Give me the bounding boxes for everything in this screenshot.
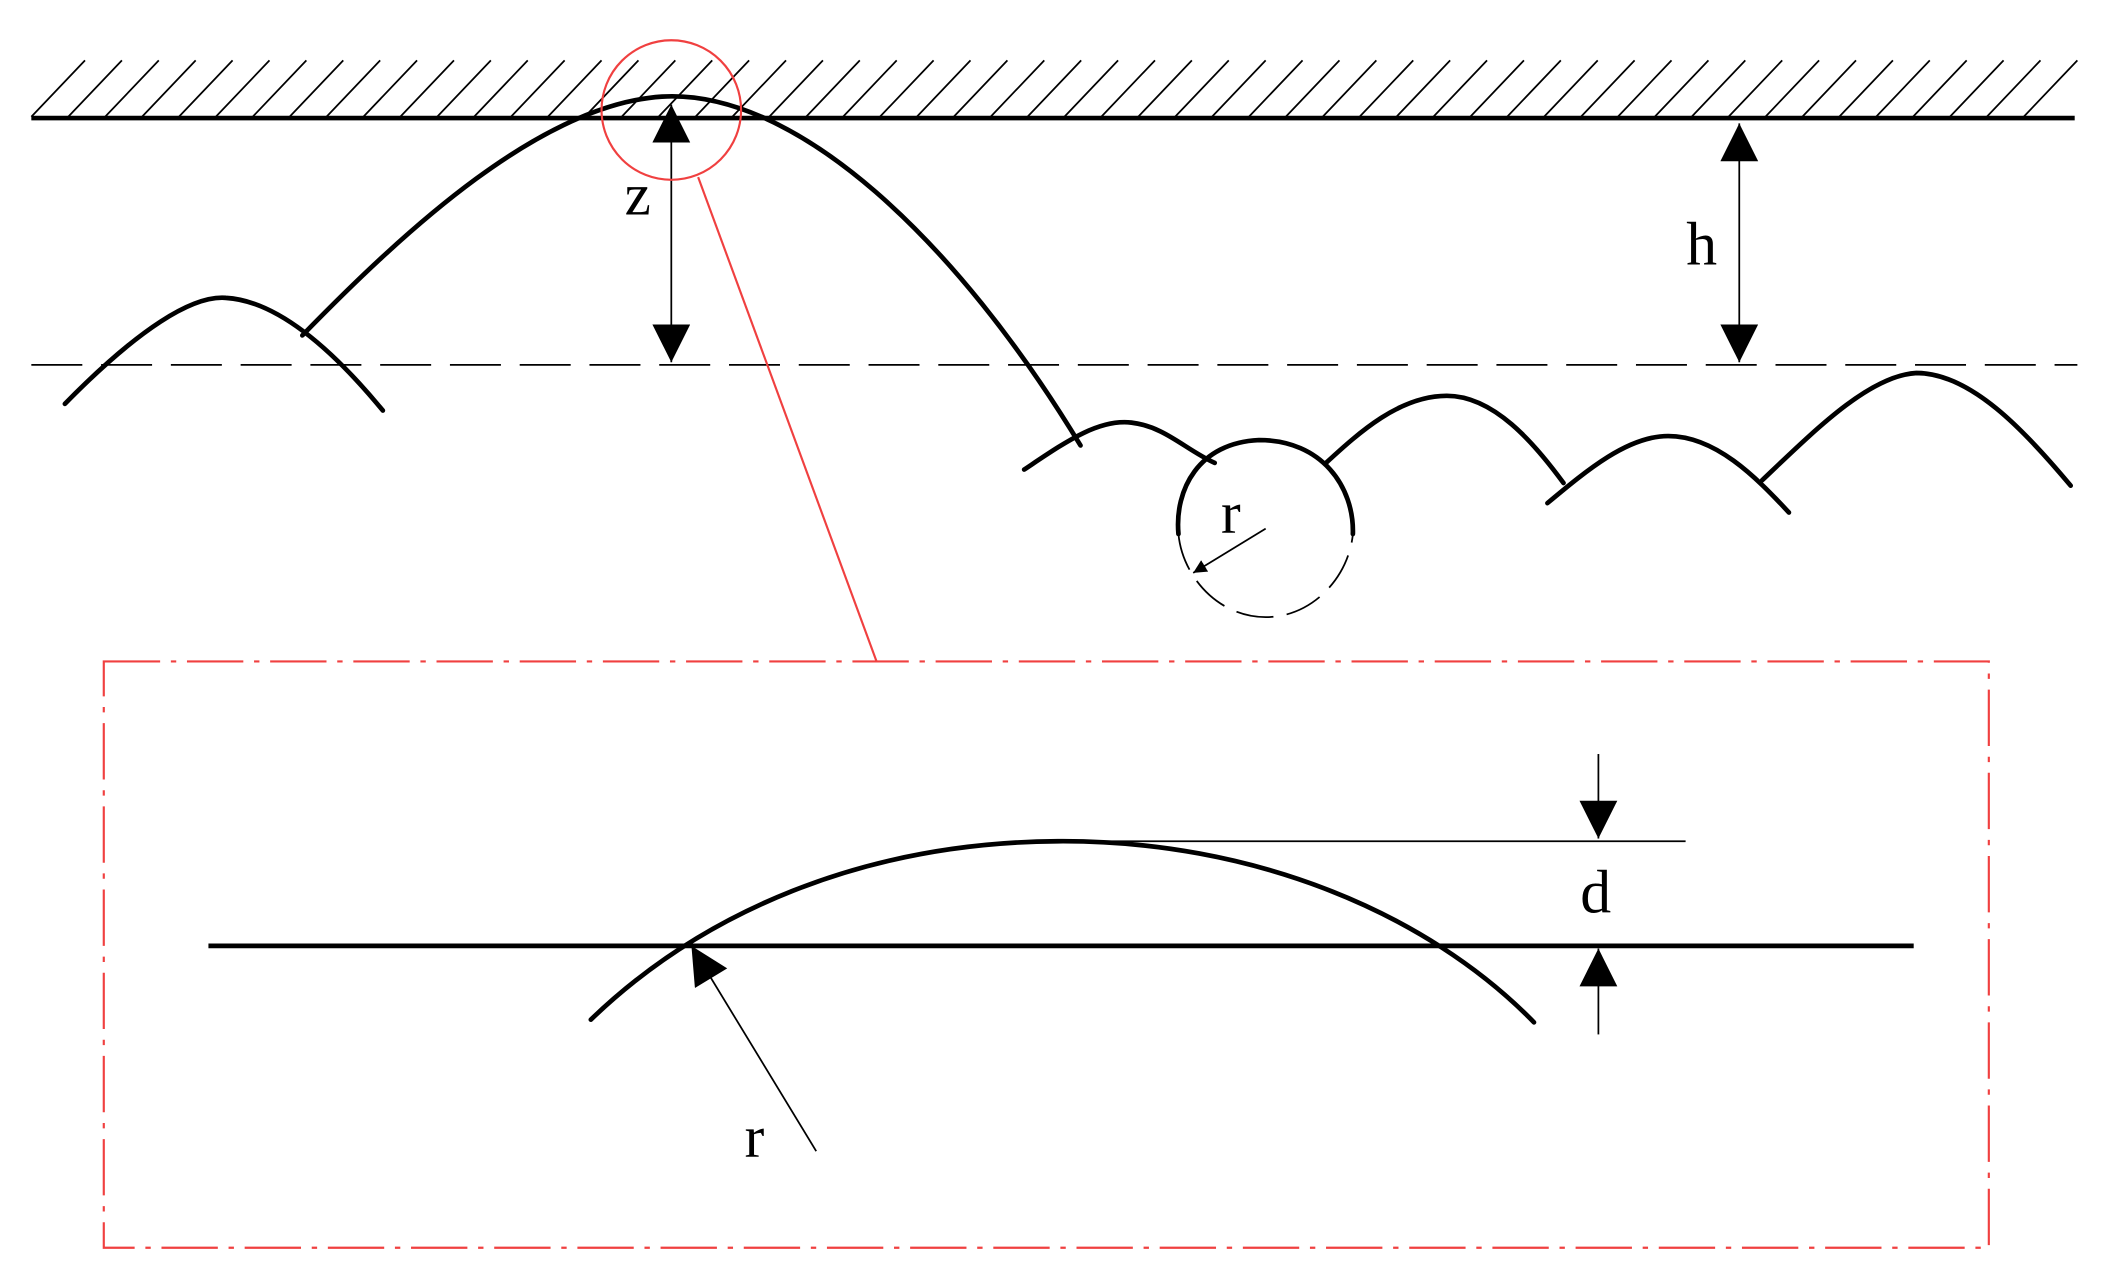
rough-surface: [62, 94, 2074, 537]
label-z: z: [625, 162, 651, 228]
hatching: [30, 59, 2079, 118]
asperity-small-2: [1323, 393, 1566, 486]
asperity-left-small: [62, 295, 386, 413]
zoom-circle: [600, 39, 743, 181]
label-d: d: [1580, 858, 1611, 926]
label-r-top: r: [1221, 480, 1241, 546]
asperity-small-1: [1021, 419, 1218, 472]
zoomed-asperity-arc: [588, 838, 1537, 1025]
asperity-main-tall: [300, 94, 1083, 448]
asperity-small-3: [1545, 433, 1792, 515]
label-h: h: [1686, 210, 1717, 278]
asperity-circle-dashed: [1177, 533, 1354, 619]
label-r-bottom: r: [745, 1104, 765, 1170]
radius-arrow-top: [1192, 527, 1267, 574]
asperity-small-4: [1759, 370, 2074, 489]
radius-arrow-bottom: [690, 945, 817, 1152]
zoom-frame: [102, 660, 1990, 1249]
zoom-leader-line: [697, 176, 878, 662]
asperity-circle-arc: [1175, 437, 1356, 537]
